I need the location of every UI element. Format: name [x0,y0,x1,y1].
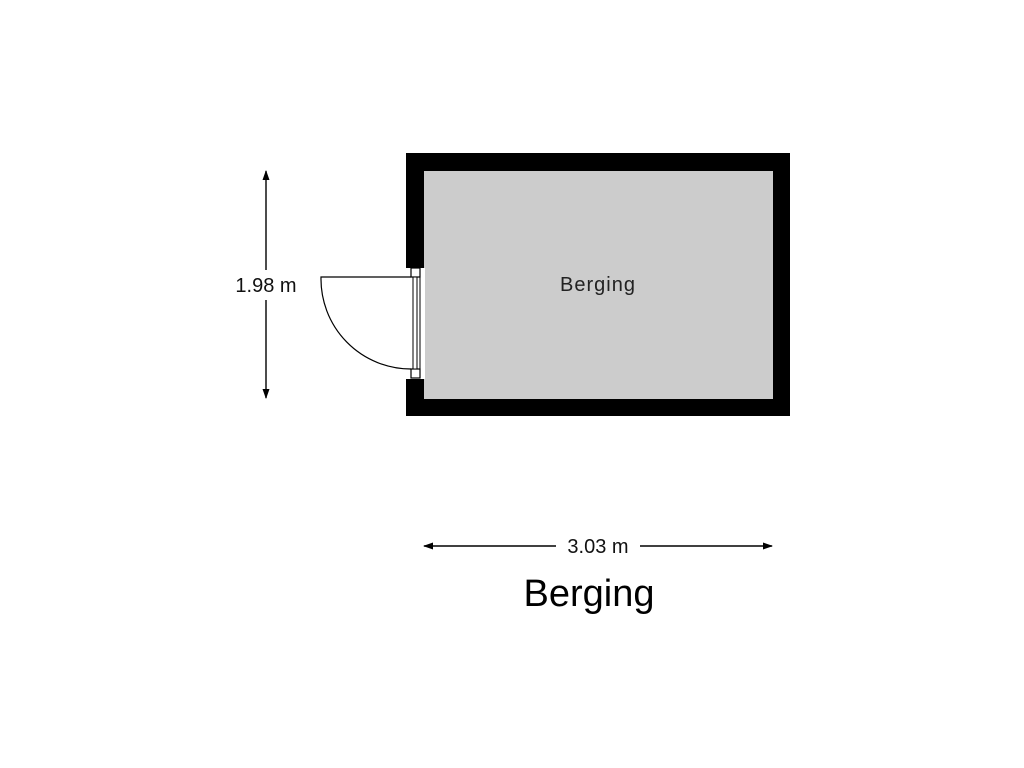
door-leaf [412,276,418,370]
room-label: Berging [560,274,636,296]
door-frame-bottom [410,368,421,379]
door-swing-arc [320,276,412,370]
plan-title: Berging [524,573,655,615]
room-floor [424,171,773,399]
width-dimension-label: 3.03 m [567,536,628,558]
height-dimension-label: 1.98 m [235,275,296,297]
door-frame-top [410,267,421,278]
